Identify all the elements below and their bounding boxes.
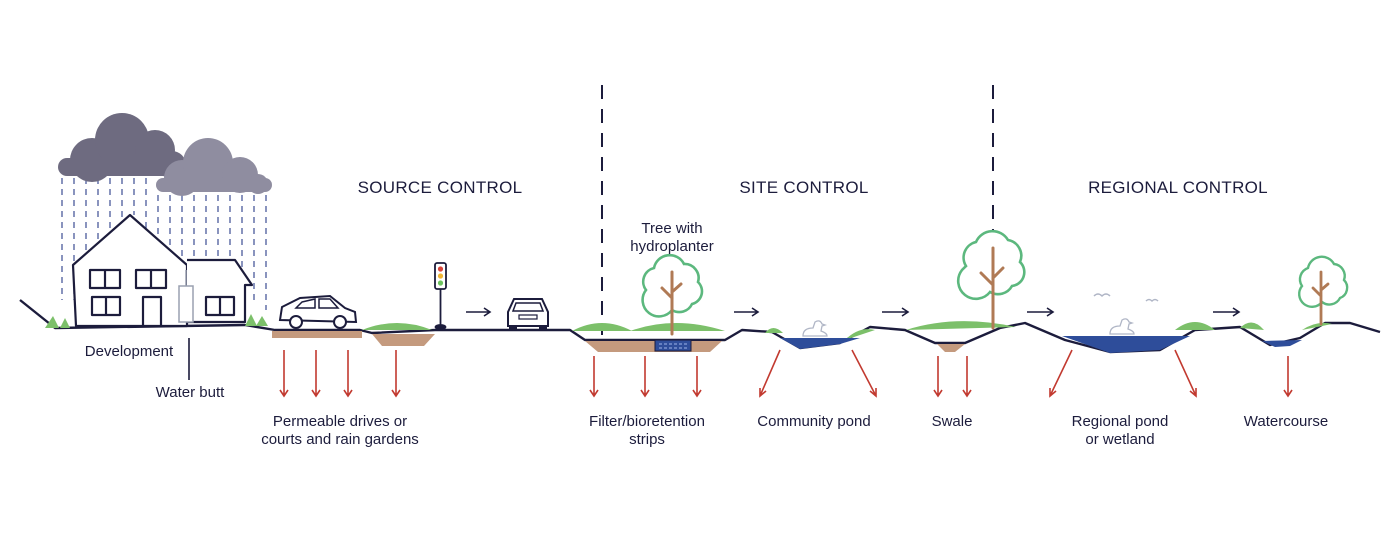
car-rear-icon [507,298,549,331]
hydroplanter-box [654,339,692,352]
duck-icon [1109,318,1135,335]
cloud-light-icon [156,138,272,196]
label-tree-line2: hydroplanter [630,238,714,255]
duck-icon [802,320,828,337]
label-regional-pond-line1: Regional pond [1071,413,1169,430]
label-regional-pond: Regional pond or wetland [1050,413,1190,449]
tree-icon [641,253,704,336]
label-filter-strips: Filter/bioretention strips [567,413,727,449]
ground-line [19,299,1381,354]
cloud-dark-icon [58,113,186,182]
zone-title-regional: REGIONAL CONTROL [1088,178,1268,197]
traffic-light-icon [434,262,447,330]
label-regional-pond-line2: or wetland [1085,431,1155,448]
zone-title-source: SOURCE CONTROL [357,178,523,197]
water-butt-icon [178,270,194,323]
infiltration-arrows [279,349,1293,398]
label-water-butt: Water butt [155,384,225,401]
house-icon [71,213,254,328]
bird-icon [1093,293,1159,303]
label-filter-line2: strips [629,431,665,448]
label-permeable: Permeable drives or courts and rain gard… [240,413,440,449]
grass [45,314,1332,340]
label-swale: Swale [931,413,973,430]
label-tree-hydroplanter: Tree with hydroplanter [612,220,732,256]
label-permeable-line1: Permeable drives or [272,413,408,430]
label-permeable-line2: courts and rain gardens [261,431,419,448]
label-tree-line1: Tree with [641,220,703,237]
label-filter-line1: Filter/bioretention [589,413,705,430]
flow-arrows [466,307,1241,317]
tree-icon [956,229,1026,330]
label-community-pond: Community pond [757,413,871,430]
water [780,336,1302,353]
label-development: Development [84,343,174,360]
label-watercourse: Watercourse [1243,413,1329,430]
tree-icon [1298,255,1349,326]
zone-title-site: SITE CONTROL [739,178,869,197]
car-icon [278,294,358,329]
